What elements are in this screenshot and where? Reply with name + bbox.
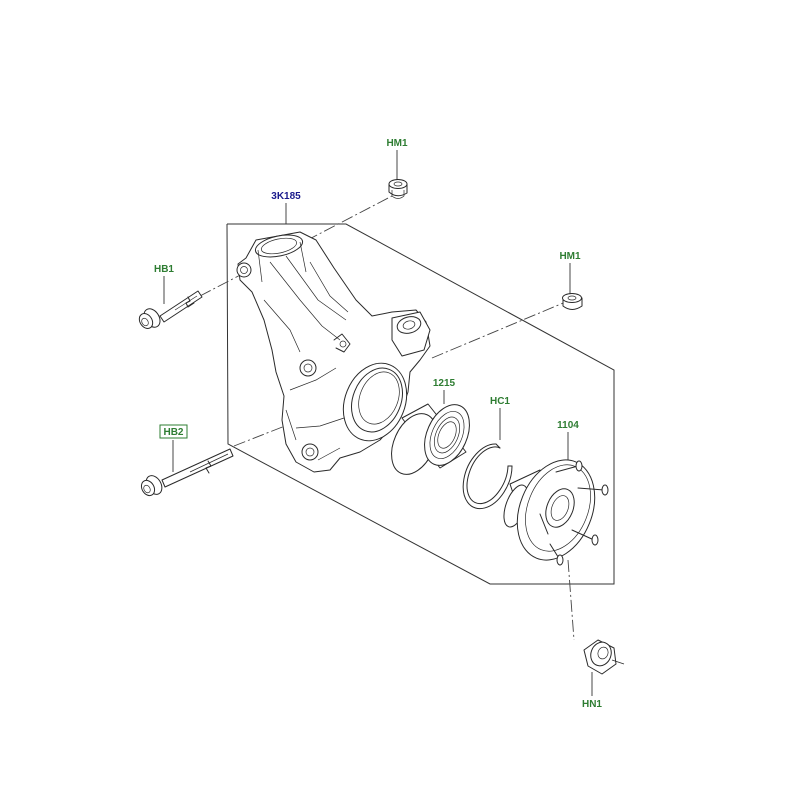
flange-nut-right bbox=[562, 293, 583, 310]
leader-lines bbox=[163, 150, 593, 696]
callout-bolt-lower-box bbox=[159, 424, 188, 439]
wheel-hub bbox=[503, 459, 609, 566]
callout-nut-top: HM1 bbox=[386, 138, 408, 149]
bolt-lower bbox=[140, 448, 234, 497]
bolt-upper bbox=[138, 290, 203, 329]
flange-nut-top bbox=[388, 179, 408, 199]
hub-nut bbox=[583, 639, 625, 675]
callout-nut-right: HM1 bbox=[559, 251, 581, 262]
callout-bolt-upper: HB1 bbox=[154, 264, 174, 275]
callout-bolt-lower: HB2 bbox=[163, 427, 183, 438]
steering-knuckle bbox=[236, 231, 431, 473]
wheel-studs bbox=[539, 460, 609, 566]
callout-bearing: 1215 bbox=[433, 378, 456, 389]
callout-hub-nut: HN1 bbox=[582, 699, 602, 710]
assembly-group-frame bbox=[226, 223, 615, 585]
callout-hub: 1104 bbox=[557, 420, 579, 431]
callout-knuckle: 3K185 bbox=[271, 191, 301, 202]
callout-circlip: HC1 bbox=[490, 396, 510, 407]
circlip bbox=[462, 443, 513, 510]
callout-labels: HM1 3K185 HB1 HM1 HB2 1215 HC1 1104 HN1 bbox=[154, 138, 602, 710]
wheel-bearing bbox=[391, 403, 470, 475]
